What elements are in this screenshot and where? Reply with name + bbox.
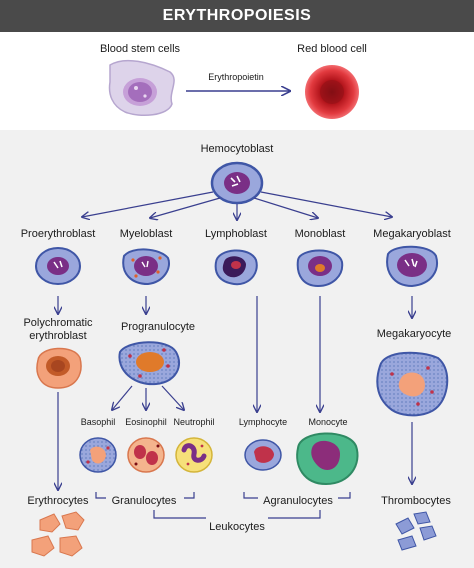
progranulocyte-cell xyxy=(118,341,181,386)
erythrocytes-label: Erythrocytes xyxy=(27,495,89,507)
basophil-cell xyxy=(79,437,117,473)
hemocytoblast-cell xyxy=(210,161,264,205)
thrombocytes-image xyxy=(395,511,437,551)
proerythroblast-cell xyxy=(35,247,81,285)
polychromatic-label-2: erythroblast xyxy=(29,330,86,342)
myeloblast-cell xyxy=(122,248,170,286)
agranulocytes-bracket xyxy=(243,492,351,499)
neutrophil-label: Neutrophil xyxy=(173,417,214,427)
erythropoietin-label: Erythropoietin xyxy=(208,72,264,82)
megakaryocyte-cell xyxy=(376,351,449,417)
arrow-to-megakaryoblast xyxy=(260,191,392,217)
polychromatic-erythroblast-cell xyxy=(36,347,82,389)
granulocytes-bracket xyxy=(95,492,195,499)
agranulocytes-label: Agranulocytes xyxy=(263,495,333,507)
leukocytes-label: Leukocytes xyxy=(209,521,265,533)
diagram-title: ERYTHROPOIESIS xyxy=(162,7,312,24)
arrow-to-neutrophil xyxy=(161,385,184,410)
blood-stem-cell-image xyxy=(108,59,175,117)
basophil-label: Basophil xyxy=(81,417,116,427)
monocyte-cell xyxy=(296,432,359,486)
monocyte-label: Monocyte xyxy=(308,417,347,427)
arrow-to-myeloblast xyxy=(150,197,221,218)
lymphocyte-label: Lymphocyte xyxy=(239,417,287,427)
granulocytes-label: Granulocytes xyxy=(112,495,177,507)
leukocytes-bracket xyxy=(153,510,321,519)
arrow-to-proerythroblast xyxy=(82,191,214,217)
lymphoblast-cell xyxy=(214,249,258,286)
hemocytoblast-label: Hemocytoblast xyxy=(201,143,274,155)
red-blood-cell-label: Red blood cell xyxy=(297,43,367,55)
lymphoblast-label: Lymphoblast xyxy=(205,228,267,240)
progranulocyte-label: Progranulocyte xyxy=(121,321,195,333)
monoblast-label: Monoblast xyxy=(295,228,346,240)
title-bar: ERYTHROPOIESIS xyxy=(0,0,474,32)
neutrophil-cell xyxy=(175,437,213,473)
arrow-to-monoblast xyxy=(253,197,318,218)
arrow-to-basophil xyxy=(112,385,133,410)
thrombocytes-label: Thrombocytes xyxy=(381,495,451,507)
eosinophil-cell xyxy=(127,437,165,473)
red-blood-cell-image xyxy=(305,65,359,119)
polychromatic-label-1: Polychromatic xyxy=(23,317,93,329)
lymphocyte-cell xyxy=(244,439,282,471)
monoblast-cell xyxy=(296,249,344,288)
megakaryoblast-cell xyxy=(386,245,438,288)
megakaryoblast-label: Megakaryoblast xyxy=(373,228,451,240)
stem-cells-label: Blood stem cells xyxy=(100,43,181,55)
eosinophil-label: Eosinophil xyxy=(125,417,167,427)
megakaryocyte-label: Megakaryocyte xyxy=(377,328,452,340)
erythrocytes-image xyxy=(31,511,85,557)
proerythroblast-label: Proerythroblast xyxy=(21,228,96,240)
myeloblast-label: Myeloblast xyxy=(120,228,173,240)
